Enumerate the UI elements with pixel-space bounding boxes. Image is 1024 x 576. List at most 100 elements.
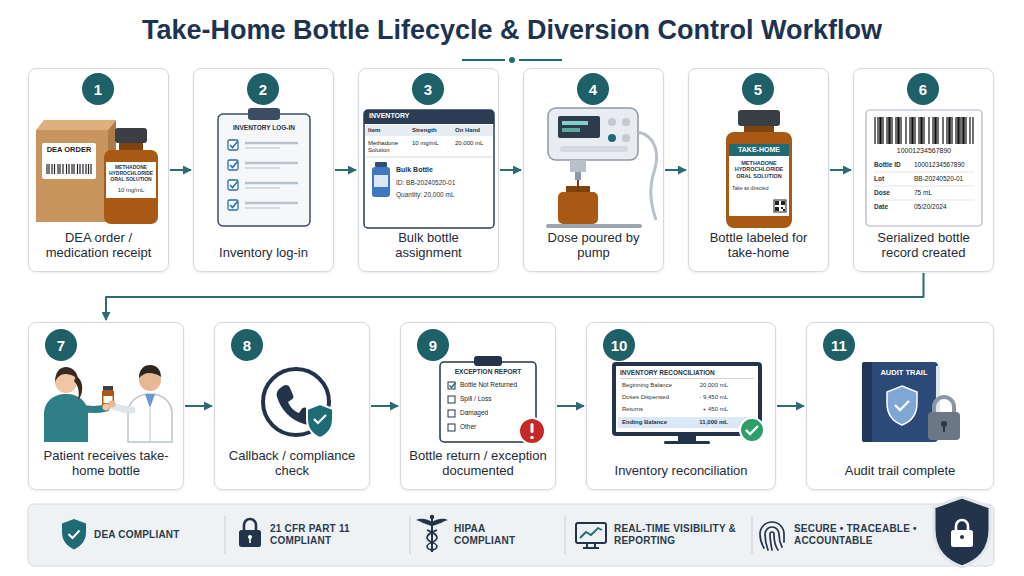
exception-report [448, 424, 455, 431]
title-rule [509, 57, 515, 63]
reconciliation-monitor [618, 417, 756, 428]
step-number: 10 [603, 329, 635, 361]
reconciliation-monitor [664, 441, 710, 444]
clipboard [230, 182, 238, 188]
step-number-text: 5 [754, 82, 762, 97]
clinician-figure [150, 408, 151, 442]
process-card: Inventory reconciliation 10 [586, 322, 776, 490]
security-shield-badge [960, 535, 964, 539]
clipboard [245, 142, 298, 145]
take-home-bottle [738, 110, 780, 126]
dosing-pump [622, 118, 630, 126]
step-label: Inventory reconciliation [595, 463, 767, 479]
step-number-text: 8 [243, 338, 251, 353]
serial-label [875, 117, 973, 144]
step-number: 11 [823, 329, 855, 361]
take-home-bottle [774, 200, 786, 212]
step-number: 4 [577, 73, 609, 105]
dosing-pump [548, 108, 638, 160]
patient-figure [44, 367, 106, 442]
take-home-bottle [729, 144, 789, 216]
flow-arrow [185, 405, 212, 407]
audit-binder [934, 397, 954, 414]
caduceus-icon [416, 519, 448, 526]
shield-check-icon [69, 531, 80, 539]
illustration-label: Methadone Solution [368, 140, 410, 154]
compliance-band-ground [28, 504, 994, 566]
padlock-icon [249, 538, 251, 543]
clinician-figure [145, 394, 155, 408]
phone-icon [307, 404, 333, 438]
dosing-pump [546, 108, 657, 228]
clipboard [218, 108, 310, 226]
reconciliation-monitor [616, 366, 758, 432]
step-number: 1 [82, 73, 114, 105]
illustration-label: Item [368, 127, 408, 134]
dosing-pump [638, 132, 657, 220]
inventory-panel [375, 162, 387, 167]
flow-arrow [170, 169, 191, 171]
serial-label [866, 110, 982, 226]
flow-arrow [777, 405, 804, 407]
shipping-box [42, 143, 96, 179]
step-number-text: 7 [57, 338, 65, 353]
patient-figure [44, 394, 88, 442]
clipboard [245, 182, 298, 185]
dosing-pump [570, 160, 586, 172]
reconciliation-monitor [612, 362, 764, 444]
illustration-label: Lot [874, 175, 884, 182]
inventory-panel [364, 110, 494, 228]
audit-binder [928, 412, 960, 440]
dosing-pump [558, 116, 600, 138]
step-label: Bulk bottle assignment [367, 230, 490, 261]
illustration-label: Returns [622, 406, 643, 413]
illustration-label: METHADONE HYDROCHLORIDE ORAL SOLUTION [107, 165, 155, 182]
audit-binder [862, 362, 960, 442]
dosing-pump [608, 118, 616, 126]
clipboard [248, 108, 280, 120]
clipboard [245, 187, 280, 189]
medication-bottle [104, 150, 158, 224]
illustration-label: Take as directed [732, 186, 772, 192]
take-home-bottle [726, 110, 792, 228]
illustration-label: Doses Dispensed [622, 394, 669, 401]
serial-label [874, 172, 974, 173]
step-number: 9 [417, 329, 449, 361]
illustration-label: 10 mg/mL [107, 187, 155, 194]
step-label: Serialized bottle record created [862, 230, 985, 261]
flow-arrow [335, 169, 356, 171]
fingerprint-icon [760, 522, 784, 550]
illustration-label: METHADONE HYDROCHLORIDE ORAL SOLUTION [731, 160, 787, 179]
audit-binder [887, 386, 917, 425]
step-number: 2 [247, 73, 279, 105]
clipboard [228, 160, 238, 170]
illustration-label: INVENTORY RECONCILIATION [620, 369, 754, 376]
medication-bottle [104, 128, 158, 224]
step-label: DEA order / medication receipt [37, 230, 160, 261]
illustration-label: 20,000 mL [680, 382, 728, 389]
inventory-panel [364, 110, 494, 228]
step-number: 5 [742, 73, 774, 105]
flow-arrow [665, 169, 686, 171]
illustration-label: Beginning Balance [622, 382, 672, 389]
compliance-text: DEA COMPLIANT [94, 529, 214, 541]
fingerprint-icon [760, 522, 784, 550]
clipboard [228, 180, 238, 190]
padlock-icon [244, 519, 256, 531]
dosing-pump [546, 224, 642, 228]
illustration-label: Bottle Not Returned [460, 381, 517, 388]
step-label: Patient receives take-home bottle [37, 448, 175, 479]
process-card: Bottle return / exception documented9 [400, 322, 556, 490]
patient-figure [80, 408, 106, 410]
take-home-bottle [744, 126, 774, 133]
exception-report [440, 356, 545, 444]
illustration-label: Dose [874, 189, 890, 196]
illustration-label: 05/20/2024 [914, 203, 947, 210]
dosing-pump [562, 128, 580, 132]
clinician-figure [128, 394, 172, 442]
inventory-panel [365, 125, 493, 136]
monitor-chart-icon [576, 523, 606, 543]
illustration-label: + 450 mL [680, 406, 728, 413]
dosing-pump [562, 121, 588, 125]
